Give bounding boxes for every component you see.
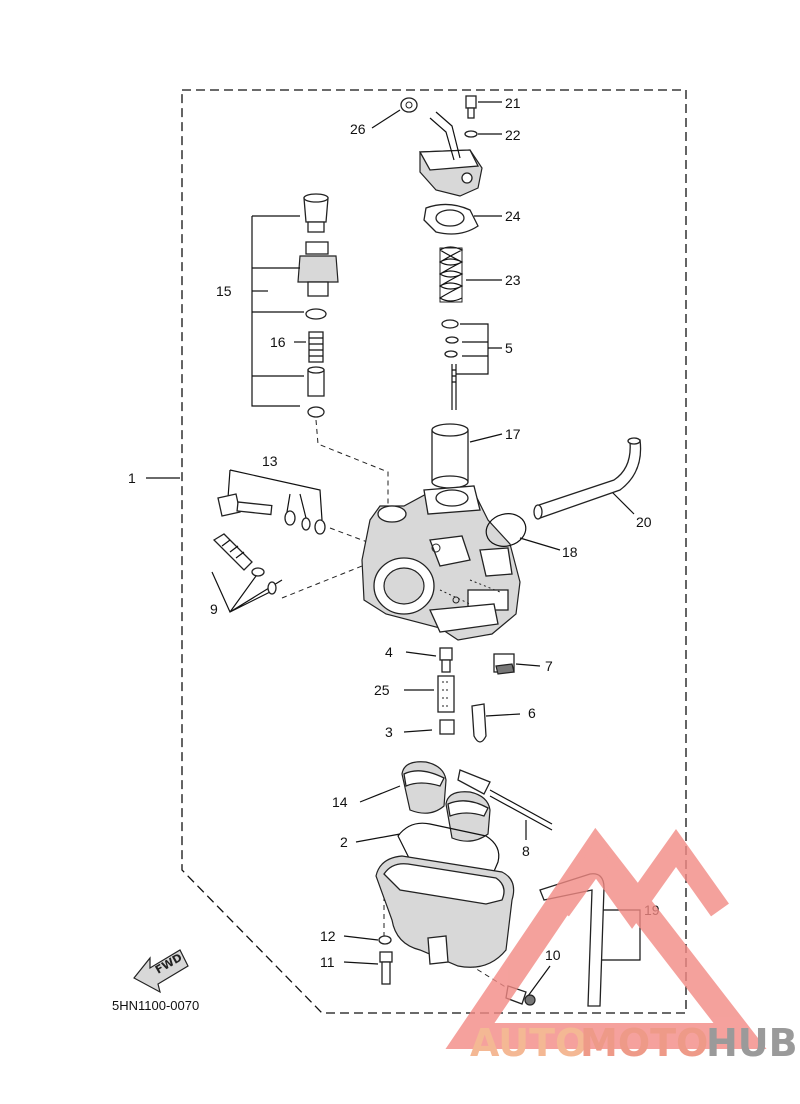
svg-text:AUTO: AUTO xyxy=(470,1021,587,1065)
callout-7: 7 xyxy=(545,658,553,674)
callout-1: 1 xyxy=(128,470,136,486)
callout-26: 26 xyxy=(350,121,366,137)
svg-text:MOTO: MOTO xyxy=(580,1021,708,1065)
callout-11: 11 xyxy=(320,954,335,970)
callout-14: 14 xyxy=(332,794,348,810)
callout-24: 24 xyxy=(505,208,521,224)
spring-23 xyxy=(438,246,464,303)
leader-lines xyxy=(146,101,641,997)
watermark-logo-icon xyxy=(445,827,767,1049)
float-assembly-14 xyxy=(401,761,553,842)
callout-16: 16 xyxy=(270,334,286,350)
callout-12: 12 xyxy=(320,928,336,944)
callout-5: 5 xyxy=(505,340,513,356)
throttle-valve-17 xyxy=(431,423,469,489)
callout-15: 15 xyxy=(216,283,232,299)
carburetor-body xyxy=(361,485,521,641)
fuel-hose-20 xyxy=(533,437,642,520)
assembly-boundary xyxy=(181,89,687,1014)
callout-21: 21 xyxy=(505,95,521,111)
throttle-stop-screw-9 xyxy=(212,533,277,595)
callout-23: 23 xyxy=(505,272,521,288)
float-bowl xyxy=(375,855,515,968)
callout-18: 18 xyxy=(562,544,578,560)
callout-22: 22 xyxy=(505,127,521,143)
svg-text:HUB: HUB xyxy=(706,1021,798,1065)
callout-4: 4 xyxy=(385,644,393,660)
washer-12 xyxy=(378,935,392,945)
callout-17: 17 xyxy=(505,426,521,442)
callout-10: 10 xyxy=(545,947,561,963)
screw-11 xyxy=(379,951,393,985)
callout-3: 3 xyxy=(385,724,393,740)
callout-6: 6 xyxy=(528,705,536,721)
callout-13: 13 xyxy=(262,453,278,469)
needle-clip-group xyxy=(441,319,459,410)
watermark-text: AUTO MOTO HUB xyxy=(470,1021,798,1065)
callout-25: 25 xyxy=(374,682,390,698)
o-ring-18 xyxy=(485,513,527,547)
jet-group xyxy=(437,647,515,743)
callout-20: 20 xyxy=(636,514,652,530)
starter-plunger-group xyxy=(297,193,339,418)
diagram-code: 5HN1100-0070 xyxy=(112,998,199,1013)
callout-8: 8 xyxy=(522,843,530,859)
callout-9: 9 xyxy=(210,601,218,617)
pilot-screw-13 xyxy=(217,493,326,535)
top-cover-group xyxy=(400,95,483,235)
fwd-arrow-icon: FWD xyxy=(133,949,189,994)
callout-2: 2 xyxy=(340,834,348,850)
